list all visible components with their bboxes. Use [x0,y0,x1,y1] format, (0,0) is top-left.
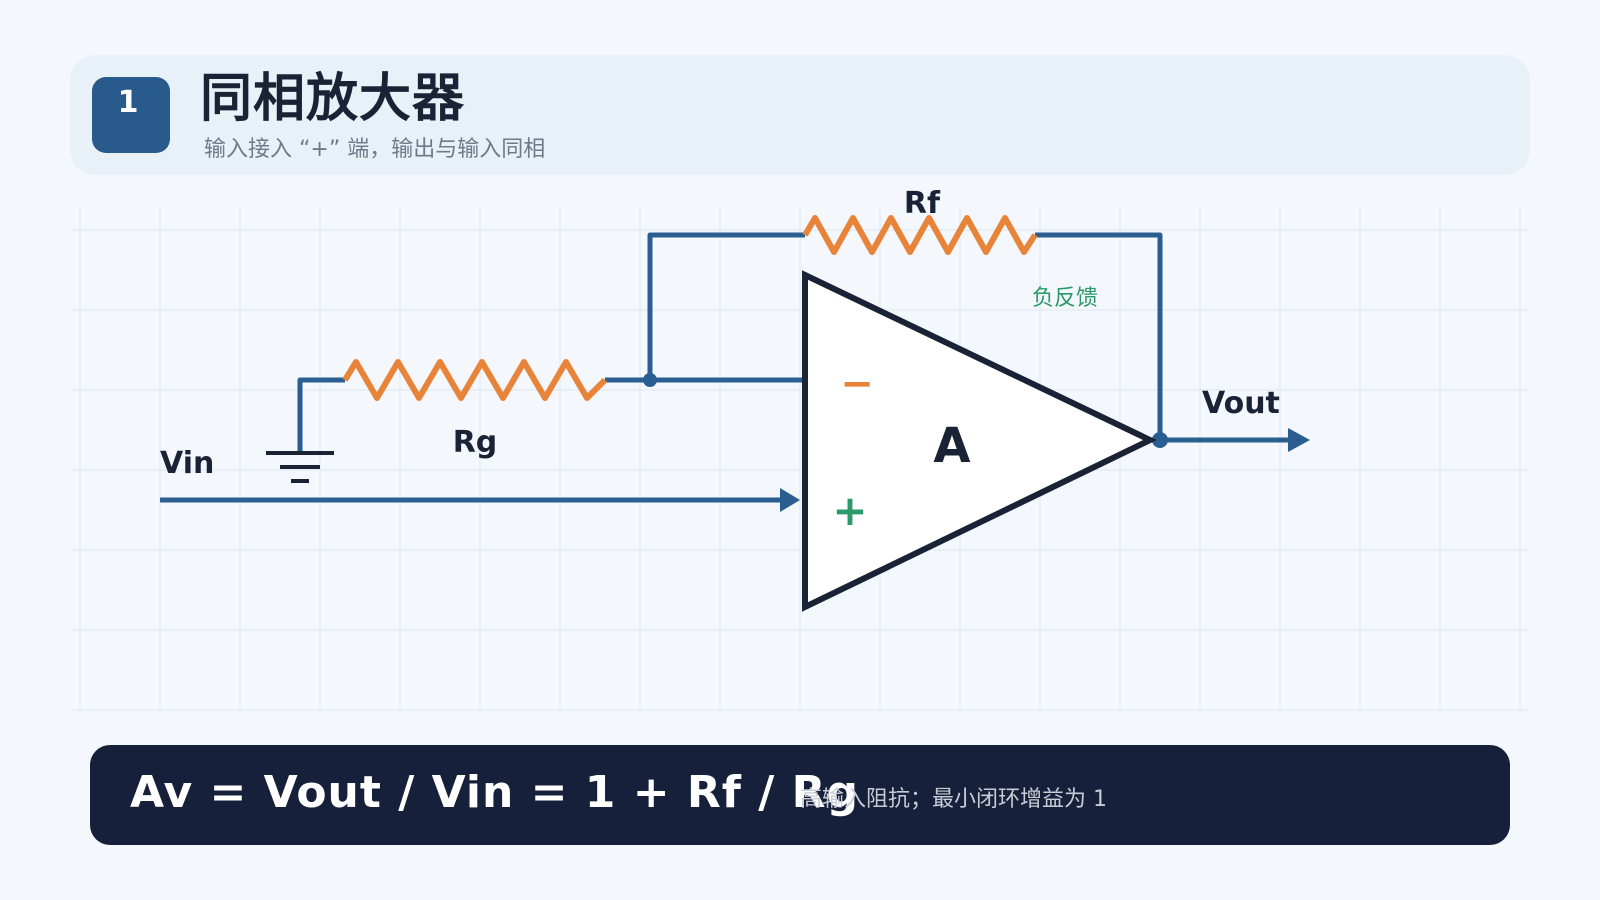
page-title: 同相放大器 [200,69,466,129]
vout-label: Vout [1202,386,1280,421]
vin-arrow-icon [780,488,800,512]
inverting-input-sign: − [840,361,874,407]
header-panel: 1 同相放大器 输入接入 “+” 端，输出与输入同相 [70,55,1530,175]
vout-arrow-icon [1288,428,1310,452]
junction-dot [643,373,657,387]
noninverting-input-sign: + [832,486,867,535]
feedback-wire-left [647,232,805,380]
step-badge: 1 [92,77,170,153]
formula-bar: Av = Vout / Vin = 1 + Rf / Rg 高输入阻抗；最小闭环… [90,745,1510,845]
gain-formula: Av = Vout / Vin = 1 + Rf / Rg [130,767,860,818]
feedback-label: 负反馈 [1032,286,1098,311]
rf-label: Rf [904,186,941,221]
output-junction-dot [1152,432,1168,448]
resistor-rf [802,215,1038,255]
rg-label: Rg [453,425,498,460]
grid [70,205,1530,711]
ground-icon [266,451,334,483]
wires [160,232,1290,503]
amplifier-label: A [933,418,970,474]
formula-note: 高输入阻抗；最小闭环增益为 1 [800,787,1107,812]
page-subtitle: 输入接入 “+” 端，输出与输入同相 [204,137,546,162]
resistor-rg [342,359,608,401]
ground-wire [297,377,345,453]
vin-label: Vin [160,446,214,481]
feedback-wire-right [1035,232,1163,440]
opamp-triangle [802,270,1157,612]
